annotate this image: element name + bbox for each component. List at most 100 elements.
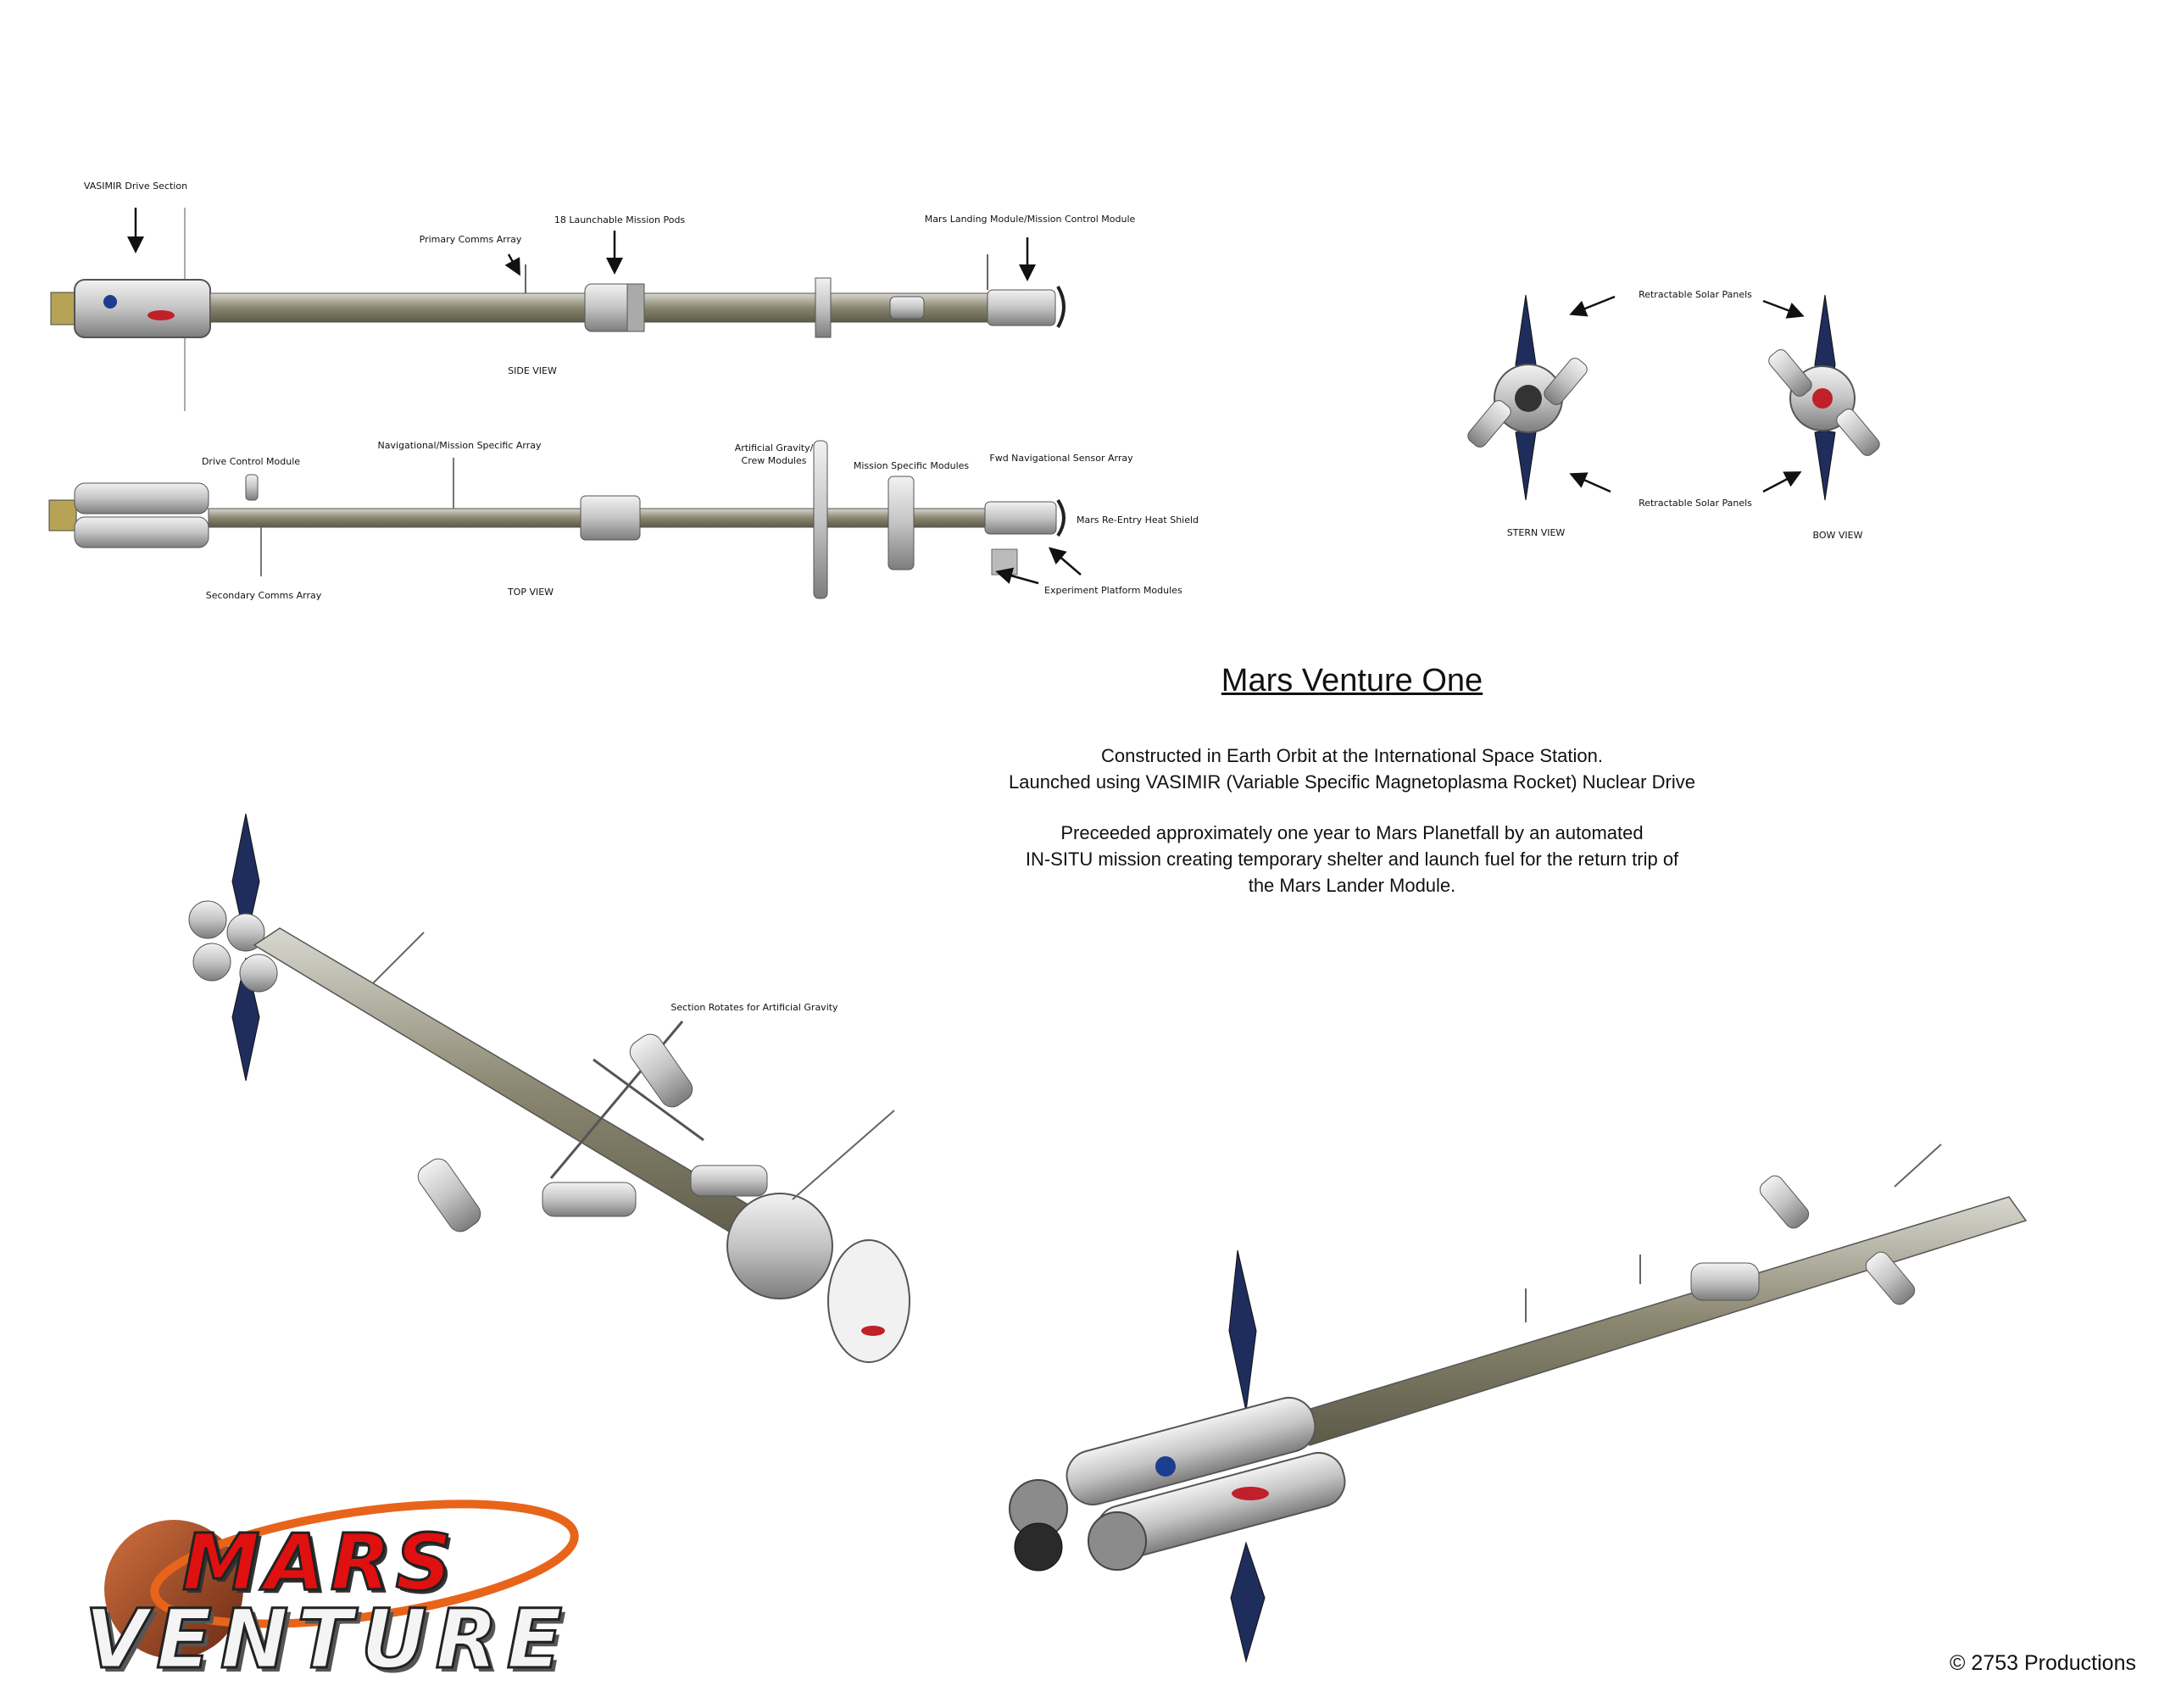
copyright-notice: © 2753 Productions	[1950, 1651, 2136, 1675]
stern-module-1	[1544, 358, 1588, 405]
description-paragraph-2: Preceeded approximately one year to Mars…	[1026, 820, 1678, 899]
arrow-experiment-2	[1048, 547, 1082, 576]
left-crew-module-2	[417, 1158, 481, 1232]
description-line: the Mars Lander Module.	[1248, 875, 1456, 896]
right-crew-module-2	[1865, 1251, 1916, 1305]
stern-module-2	[1467, 400, 1511, 448]
label-top-view: TOP VIEW	[507, 587, 554, 598]
description-line: Constructed in Earth Orbit at the Intern…	[1101, 745, 1603, 766]
side-vasimir-drive	[74, 279, 211, 338]
top-mission-specific-modules	[887, 476, 915, 570]
left-drive-tank-2	[226, 913, 265, 952]
label-side-view: SIDE VIEW	[508, 365, 557, 376]
callout-arrows	[127, 208, 1805, 585]
top-drive-tank-1	[74, 482, 209, 515]
label-primary-comms: Primary Comms Array	[419, 234, 522, 245]
side-nasa-logo	[103, 295, 117, 309]
left-sensor-mast	[792, 1110, 895, 1200]
left-gravity-arm-1	[593, 1058, 704, 1142]
bow-module-1	[1768, 349, 1812, 397]
label-vasimir-drive: VASIMIR Drive Section	[83, 181, 188, 192]
label-section-rotates: Section Rotates for Artificial Gravity	[670, 1002, 838, 1013]
left-drive-tank-3	[192, 943, 231, 982]
perspective-ship-right	[1009, 1143, 2028, 1663]
top-experiment-platform	[991, 548, 1018, 576]
label-stern-view: STERN VIEW	[1506, 527, 1566, 538]
right-solar-panel-bottom	[1230, 1541, 1266, 1663]
top-mission-pods	[580, 495, 641, 541]
top-drive-nozzles	[48, 499, 77, 531]
left-mission-module	[542, 1182, 637, 1217]
label-secondary-comms: Secondary Comms Array	[205, 590, 322, 601]
right-mission-pods	[1690, 1262, 1760, 1301]
side-view-ship	[50, 208, 1066, 411]
logo-venture-text: VENTURE	[83, 1591, 571, 1689]
right-sensor-mast	[1894, 1143, 1942, 1188]
logo-orbit-swoosh	[150, 1499, 579, 1628]
label-heat-shield: Mars Re-Entry Heat Shield	[1077, 515, 1199, 526]
label-solar-bottom: Retractable Solar Panels	[1639, 498, 1752, 509]
description-line: Launched using VASIMIR (Variable Specifi…	[1009, 771, 1695, 793]
arrow-experiment-1	[995, 567, 1039, 585]
left-comms-mast	[372, 932, 425, 984]
left-drive-tank-1	[188, 900, 227, 939]
left-drive-tank-4	[239, 954, 278, 993]
arrow-primary-comms	[504, 253, 520, 276]
top-drive-control-module	[245, 474, 259, 501]
right-main-truss	[1287, 1196, 2028, 1446]
label-fwd-nav: Fwd Navigational Sensor Array	[989, 453, 1133, 464]
top-gravity-arms	[813, 440, 828, 599]
page-title: Mars Venture One	[1221, 663, 1483, 698]
right-crew-module-1	[1759, 1175, 1810, 1229]
stern-solar-panel-bottom	[1515, 430, 1537, 501]
arrow-solar-bow-top	[1762, 299, 1805, 319]
stern-view	[1467, 294, 1588, 501]
left-crew-module-1	[629, 1033, 693, 1108]
top-lander-module	[984, 501, 1057, 535]
label-experiment-platform: Experiment Platform Modules	[1044, 585, 1182, 596]
label-solar-top: Retractable Solar Panels	[1639, 289, 1752, 300]
side-pod-block-2	[626, 283, 645, 332]
side-lander-module	[987, 289, 1056, 326]
logo-mars-text: MARS	[181, 1516, 457, 1610]
right-mars-logo	[1232, 1487, 1269, 1500]
label-mission-pods: 18 Launchable Mission Pods	[554, 214, 686, 225]
bow-module-2	[1836, 409, 1880, 456]
left-heat-shield-logo	[861, 1326, 885, 1336]
arrow-solar-stern-top	[1569, 295, 1616, 317]
side-gravity-ring	[815, 277, 832, 338]
right-nozzle-cluster	[1014, 1522, 1063, 1572]
mars-venture-logo	[104, 1499, 579, 1659]
label-mars-landing: Mars Landing Module/Mission Control Modu…	[924, 214, 1136, 225]
left-lander-module	[726, 1193, 833, 1299]
label-artificial-gravity: Artificial Gravity/ Crew Modules	[734, 442, 814, 466]
right-nasa-logo	[1155, 1456, 1176, 1477]
right-drive-tank-4	[1088, 1511, 1147, 1571]
bow-solar-panel-bottom	[1814, 430, 1836, 501]
side-heat-shield	[1056, 285, 1066, 329]
right-drive-tank-1	[1066, 1397, 1316, 1505]
arrow-solar-stern-bottom	[1569, 472, 1611, 493]
left-mission-module-2	[690, 1165, 768, 1197]
side-mission-module	[889, 296, 925, 320]
bow-mars-logo	[1812, 388, 1833, 409]
perspective-ship-left	[188, 813, 910, 1363]
description-line: Preceeded approximately one year to Mars…	[1060, 822, 1644, 843]
description-line: IN-SITU mission creating temporary shelt…	[1025, 848, 1679, 870]
left-main-truss	[253, 927, 798, 1255]
bow-view	[1768, 294, 1880, 501]
top-view-ship	[48, 440, 1066, 599]
right-solar-panel-top	[1228, 1249, 1257, 1412]
description-paragraph-1: Constructed in Earth Orbit at the Intern…	[1009, 743, 1695, 795]
left-heat-shield	[827, 1239, 910, 1363]
arrow-solar-bow-bottom	[1762, 471, 1802, 493]
label-nav-array: Navigational/Mission Specific Array	[377, 440, 542, 451]
top-heat-shield	[1056, 498, 1066, 537]
side-mars-logo	[147, 310, 175, 320]
label-bow-view: BOW VIEW	[1812, 530, 1863, 541]
stern-nozzle-cluster	[1515, 385, 1542, 412]
label-drive-control: Drive Control Module	[201, 456, 301, 467]
top-drive-tank-2	[74, 516, 209, 548]
label-mission-specific: Mission Specific Modules	[853, 460, 970, 471]
